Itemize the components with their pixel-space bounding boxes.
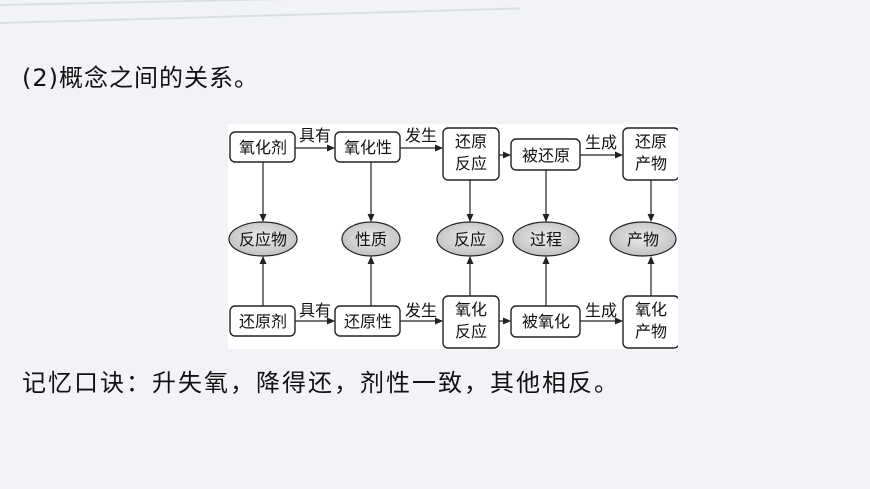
product-label: 产物 <box>627 230 659 249</box>
property-label: 性质 <box>355 230 387 249</box>
oxidizing-property-label: 氧化性 <box>344 138 392 157</box>
oxidizing-property-box <box>334 131 401 163</box>
reducing-property-label: 还原性 <box>344 312 392 331</box>
process-label: 过程 <box>530 230 562 249</box>
background-stripe <box>0 7 520 24</box>
product-ellipse <box>609 221 677 257</box>
bottom-edge-label-2: 发生 <box>405 301 437 320</box>
memory-mnemonic: 记忆口诀：升失氧，降得还，剂性一致，其他相反。 <box>22 369 620 397</box>
reactant-label: 反应物 <box>239 230 287 249</box>
reduction-product-label-1: 还原 <box>635 132 667 151</box>
oxidation-reaction-label-2: 反应 <box>455 322 487 341</box>
section-heading: (2)概念之间的关系。 <box>22 64 259 92</box>
oxidation-product-label-1: 氧化 <box>635 300 667 319</box>
reduction-reaction-label-1: 还原 <box>455 132 487 151</box>
background-stripe <box>0 0 640 6</box>
top-edge-label-1: 具有 <box>299 126 331 145</box>
top-edge-label-3: 生成 <box>585 133 617 152</box>
bottom-edge-label-3: 生成 <box>585 301 617 320</box>
concept-relationship-diagram: 氧化剂 具有 氧化性 发生 还原 反应 被还原 生成 还原 产物 反应物 性质 … <box>228 126 680 349</box>
top-edge-label-2: 发生 <box>405 126 437 145</box>
reduced-label: 被还原 <box>522 146 570 165</box>
oxidized-label: 被氧化 <box>522 312 570 331</box>
reduction-reaction-label-2: 反应 <box>455 154 487 173</box>
concept-diagram-panel: 氧化剂 具有 氧化性 发生 还原 反应 被还原 生成 还原 产物 反应物 性质 … <box>228 124 680 349</box>
oxidation-reaction-label-1: 氧化 <box>455 300 487 319</box>
oxidant-label: 氧化剂 <box>239 138 287 157</box>
oxidation-reaction-box <box>442 295 500 349</box>
reduction-reaction-box <box>442 127 500 181</box>
oxidation-product-label-2: 产物 <box>635 322 667 341</box>
reduction-product-label-2: 产物 <box>635 154 667 173</box>
bottom-edge-label-1: 具有 <box>299 301 331 320</box>
reaction-label: 反应 <box>454 230 486 249</box>
reductant-label: 还原剂 <box>239 312 287 331</box>
